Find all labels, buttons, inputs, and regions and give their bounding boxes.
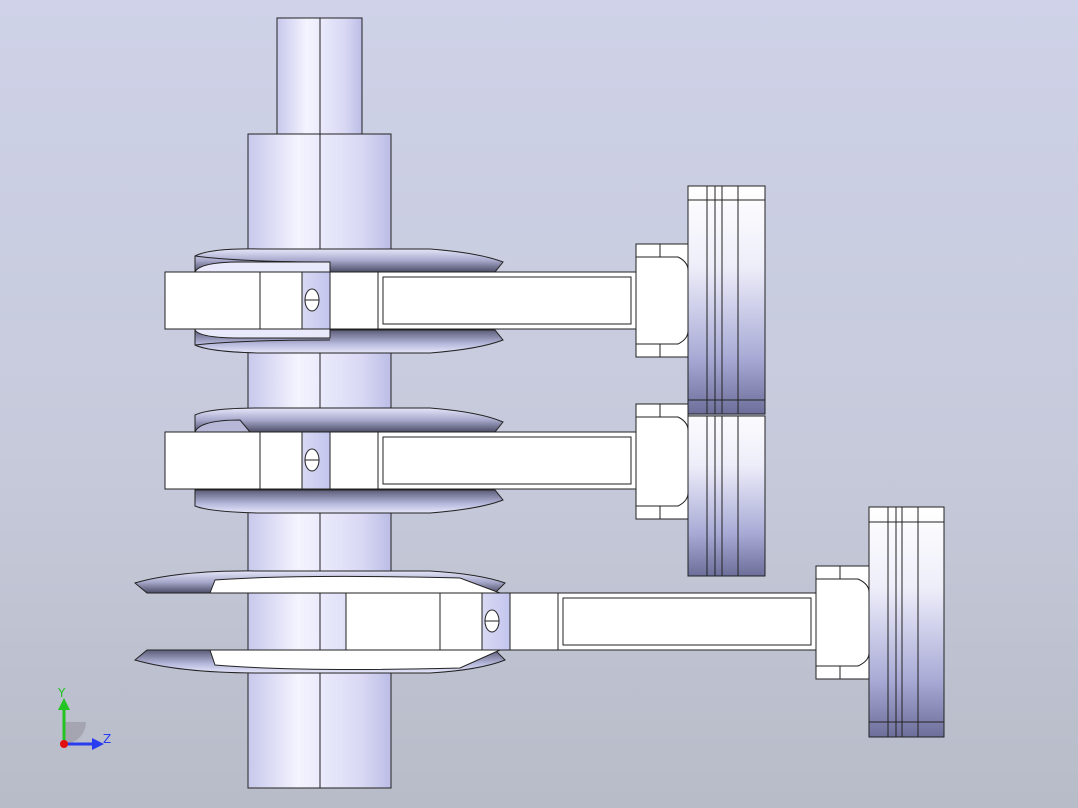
crank-throw-3[interactable] [133,570,559,674]
crank-throw-2[interactable] [164,407,504,514]
piston-1[interactable] [635,185,766,415]
crank-throw-1[interactable] [164,248,504,354]
piston-3[interactable] [815,506,945,738]
triad-z-label: Z [103,732,112,746]
triad-y-label: Y [58,686,66,700]
x-axis-dot-icon [60,740,68,748]
triad-plane-icon [64,722,86,744]
connecting-rod-3[interactable] [557,592,817,651]
piston-2[interactable] [635,403,766,577]
axis-triad[interactable] [58,698,104,750]
connecting-rod-1[interactable] [377,271,637,330]
connecting-rod-2[interactable] [377,431,637,490]
